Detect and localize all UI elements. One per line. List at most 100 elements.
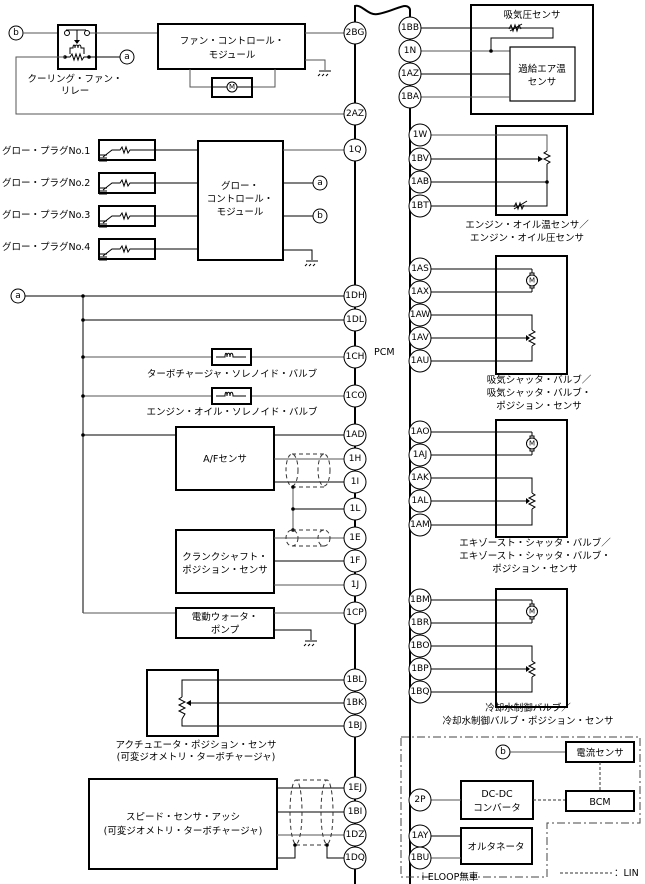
exhaust-shutter-valve-group: M [431,419,568,538]
pin-1AS: 1AS [408,257,432,281]
glow-plug-3-label: グロー・プラグNo.3 [2,209,90,221]
ieloop-boundary [400,736,641,878]
pin-1AL: 1AL [408,489,432,513]
glow-control-module [197,140,284,261]
svg-text:1AV: 1AV [411,333,429,343]
glow-plug-3 [98,205,198,228]
actuator-position-sensor-group: アクチュエータ・ポジション・センサ (可変ジオメトリ・ターボチャージャ) [115,669,344,763]
pin-1N: 1N [398,39,422,63]
heater-resistor-icon [102,178,155,191]
pin-1AW: 1AW [408,303,432,327]
svg-text:1EJ: 1EJ [348,783,362,793]
svg-text:1AD: 1AD [346,430,365,440]
svg-text:2BG: 2BG [346,28,365,38]
glow-plug-1-label: グロー・プラグNo.1 [2,145,90,157]
pin-1BP: 1BP [408,657,432,681]
pin-1Q: 1Q [343,138,367,162]
svg-text:1BV: 1BV [411,154,430,164]
lin-legend-label: ：LIN [614,868,639,879]
svg-text:A/Fセンサ: A/Fセンサ [203,454,247,465]
terminal-a [119,49,135,65]
svg-text:i-ELOOP無車: i-ELOOP無車 [422,871,479,883]
relay-coil-icon [69,44,85,54]
pin-1F: 1F [343,549,367,573]
svg-text:M: M [529,440,535,448]
svg-text:1AU: 1AU [411,356,429,366]
svg-text:冷却水制御バルブ・ポジション・センサ: 冷却水制御バルブ・ポジション・センサ [442,715,613,727]
pcm-outline [354,4,411,884]
svg-text:吸気シャッタ・バルブ・: 吸気シャッタ・バルブ・ [487,387,592,399]
heater-resistor-icon [102,211,155,224]
svg-text:1BA: 1BA [401,92,420,102]
svg-text:1AB: 1AB [411,177,429,187]
motor-icon [526,605,538,618]
svg-text:スピード・センサ・アッシ: スピード・センサ・アッシ [126,812,240,823]
svg-text:M: M [229,83,235,91]
svg-text:1DL: 1DL [346,315,364,325]
pin-1DQ: 1DQ [343,846,367,870]
pin-1AZ: 1AZ [398,62,422,86]
svg-text:電流センサ: 電流センサ [576,747,624,759]
cooling-fan-relay-label: クーリング・ファン・ [27,73,122,85]
pin-1CP: 1CP [343,601,367,625]
svg-text:DC-DC: DC-DC [481,789,513,800]
pin-1BQ: 1BQ [408,680,432,704]
svg-text:1AW: 1AW [410,310,430,320]
motor-icon [526,437,538,450]
intake-pressure-sensor-group: 吸気圧センサ 過給エア温 センサ [421,4,594,115]
svg-text:エキゾースト・シャッタ・バルブ・: エキゾースト・シャッタ・バルブ・ [459,550,611,562]
pcm-connector: PCM [354,4,411,884]
svg-text:1AM: 1AM [410,520,430,530]
svg-text:1CO: 1CO [345,391,364,401]
svg-text:1AL: 1AL [412,496,429,506]
pin-1BL: 1BL [343,668,367,692]
ground-icon [303,640,317,647]
svg-text:1BM: 1BM [410,595,430,605]
glow-plug-1 [98,139,198,162]
glow-plug-4-label: グロー・プラグNo.4 [2,241,90,253]
svg-text:1BB: 1BB [401,23,419,33]
pin-1BM: 1BM [408,588,432,612]
pin-1E: 1E [343,526,367,550]
alternator [460,827,533,865]
svg-text:1J: 1J [351,580,359,590]
glow-plug-2 [98,172,198,195]
svg-text:ファン・コントロール・: ファン・コントロール・ [180,36,285,47]
pin-1AB: 1AB [408,170,432,194]
speed-sensor-group: スピード・センサ・アッシ (可変ジオメトリ・ターボチャージャ) [88,778,344,870]
pin-1BI: 1BI [343,800,367,824]
svg-text:1AX: 1AX [411,287,429,297]
svg-text:1BP: 1BP [411,664,429,674]
bcm [565,790,635,812]
svg-text:a: a [15,291,21,301]
potentiometer-icon [527,329,537,347]
pin-2AZ: 2AZ [343,102,367,126]
turbo-solenoid-valve [211,348,252,366]
svg-text:吸気シャッタ・バルブ／: 吸気シャッタ・バルブ／ [487,374,592,386]
svg-text:1CP: 1CP [346,608,364,618]
svg-text:ポンプ: ポンプ [211,625,240,636]
pin-1BT: 1BT [408,194,432,218]
pin-1L: 1L [343,497,367,521]
svg-text:b: b [500,747,506,757]
ieloop-section: i-ELOOP無車 b 電流センサ DC-DC コンバータ BCM オルタネータ… [400,736,641,883]
glow-plug-4 [98,238,198,261]
svg-text:ポジション・センサ: ポジション・センサ [496,401,582,412]
cooling-fan-relay-group: b a クーリング・ファン・ リレー [8,24,344,115]
oil-solenoid-valve [211,387,252,405]
fan-control-module [157,23,306,70]
pin-1W: 1W [408,123,432,147]
glow-plugs-group: グロー・プラグNo.1 グロー・プラグNo.2 グロー・プラグNo.3 グロー・… [2,139,344,267]
svg-text:1F: 1F [350,556,361,566]
svg-text:モジュール: モジュール [209,50,256,61]
svg-text:1DH: 1DH [345,291,364,301]
terminal-a-glow [312,175,328,191]
pin-1AU: 1AU [408,349,432,373]
svg-text:(可変ジオメトリ・ターボチャージャ): (可変ジオメトリ・ターボチャージャ) [104,825,263,837]
svg-text:アクチュエータ・ポジション・センサ: アクチュエータ・ポジション・センサ [115,740,276,751]
svg-text:過給エア温: 過給エア温 [518,63,566,75]
pin-1BK: 1BK [343,691,367,715]
svg-text:電動ウォータ・: 電動ウォータ・ [192,612,259,623]
svg-text:a: a [124,52,130,62]
